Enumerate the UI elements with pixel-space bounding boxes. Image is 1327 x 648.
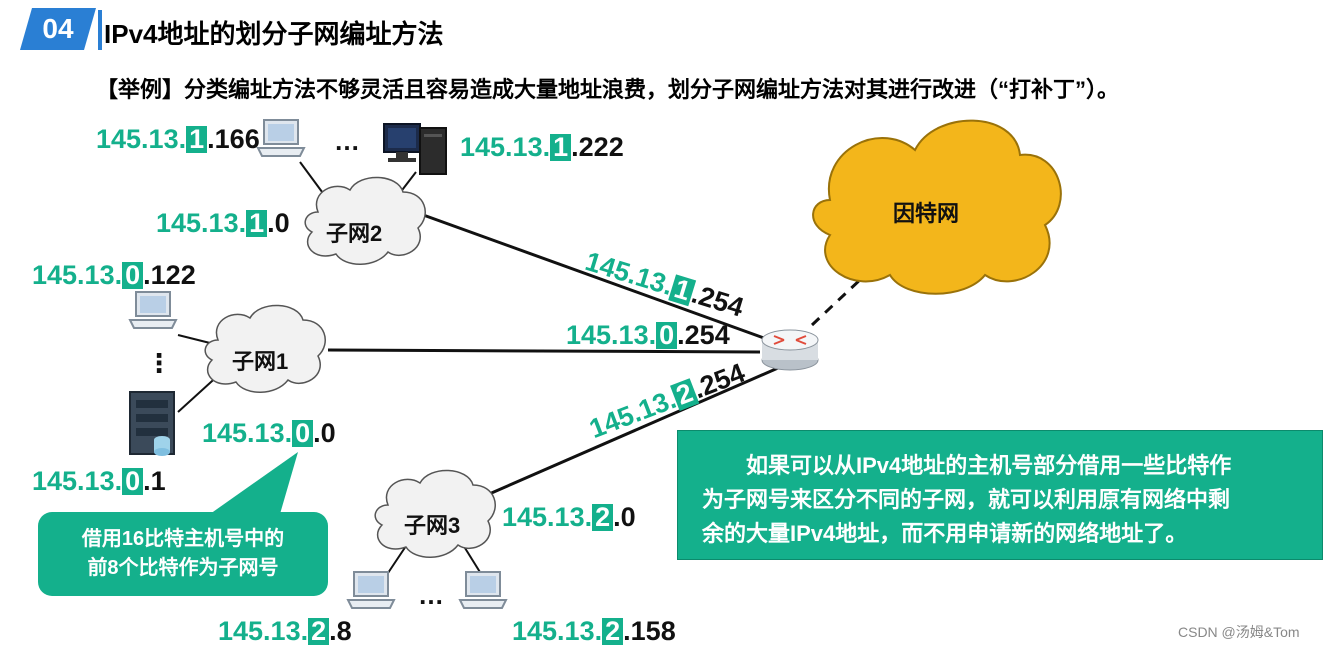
desktop-pc-icon (383, 123, 447, 175)
link-router-internet (810, 276, 864, 327)
subnet2-label: 子网2 (326, 221, 383, 246)
ip-subnet2-host2: 145.13.1.222 (460, 132, 624, 162)
router-icon (761, 329, 819, 371)
callout-right-line3: 余的大量IPv4地址，而不用申请新的网络地址了。 (702, 521, 1188, 547)
internet-cloud (812, 119, 1062, 295)
callout-explanation: 如果可以从IPv4地址的主机号部分借用一些比特作 为子网号来区分不同的子网，就可… (677, 430, 1323, 560)
header-divider (98, 10, 102, 50)
callout-right-line2: 为子网号来区分不同的子网，就可以利用原有网络中剩 (702, 487, 1231, 513)
ellipsis-subnet2: … (334, 126, 360, 156)
section-badge: 04 (20, 8, 96, 50)
laptop-icon-s3-2 (459, 571, 507, 609)
callout-subnet-bits: 借用16比特主机号中的 前8个比特作为子网号 (38, 512, 328, 596)
watermark: CSDN @汤姆&Tom (1178, 624, 1300, 640)
callout-right-line1: 如果可以从IPv4地址的主机号部分借用一些比特作 (746, 453, 1232, 478)
ip-subnet1-host1: 145.13.0.122 (32, 260, 196, 290)
subnet2-cloud (304, 176, 426, 265)
ip-subnet2-network: 145.13.1.0 (156, 208, 290, 238)
internet-label: 因特网 (893, 201, 960, 226)
subnet1-cloud (204, 304, 326, 393)
ip-subnet3-host1: 145.13.2.8 (218, 616, 352, 646)
ip-subnet2-host1: 145.13.1.166 (96, 124, 260, 154)
server-icon (129, 391, 175, 456)
link-router-subnet2 (414, 210, 776, 344)
ip-subnet3-network: 145.13.2.0 (502, 502, 636, 532)
ellipsis-subnet1: ⋮ (146, 348, 172, 378)
subnet1-label: 子网1 (232, 349, 289, 374)
ip-router-if-subnet1: 145.13.0.254 (566, 320, 730, 350)
subnet3-cloud (374, 469, 496, 558)
ip-subnet3-host2: 145.13.2.158 (512, 616, 676, 646)
subnet3-label: 子网3 (404, 513, 461, 538)
intro-text: 【举例】分类编址方法不够灵活且容易造成大量地址浪费，划分子网编址方法对其进行改进… (96, 77, 1120, 102)
laptop-icon-s2-1 (257, 119, 305, 157)
link-router-subnet3 (479, 366, 779, 500)
callout-pointer (210, 452, 298, 514)
callout-left-line1: 借用16比特主机号中的 (81, 528, 285, 550)
laptop-icon-s3-1 (347, 571, 395, 609)
page-title: IPv4地址的划分子网编址方法 (104, 19, 444, 49)
ellipsis-subnet3: … (418, 580, 444, 610)
ip-subnet1-network: 145.13.0.0 (202, 418, 336, 448)
ip-subnet1-host2: 145.13.0.1 (32, 466, 166, 496)
callout-left-line2: 前8个比特作为子网号 (87, 557, 279, 579)
laptop-icon-s1-1 (129, 291, 177, 329)
link-router-subnet1 (327, 348, 761, 354)
